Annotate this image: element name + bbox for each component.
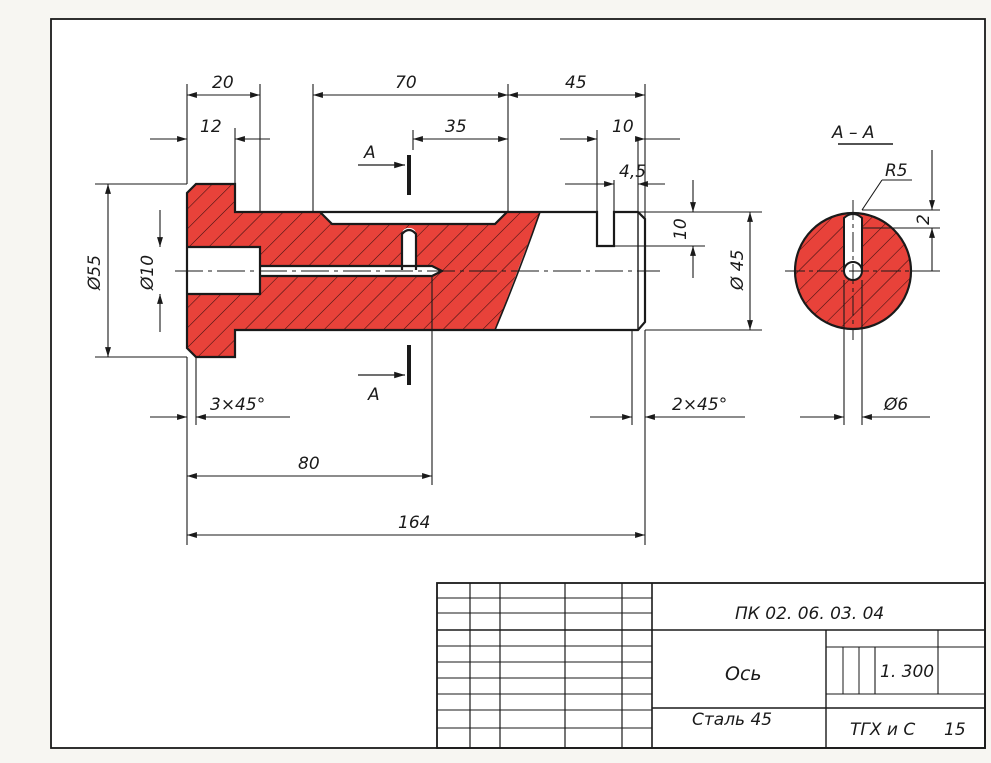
sheet-number: 15 — [944, 720, 966, 740]
shaft-view — [175, 182, 660, 359]
dim-35: 35 — [445, 117, 467, 137]
section-view-title: A – A — [831, 123, 875, 143]
cutting-plane-marks — [358, 155, 411, 385]
drawing-frame — [50, 18, 986, 749]
dim-chamfer-left: 3×45° — [210, 395, 265, 415]
dim-chamfer-right: 2×45° — [672, 395, 727, 415]
dim-164: 164 — [398, 513, 430, 533]
organization: ТГХ и С — [850, 720, 915, 740]
dim-10-right: 10 — [671, 218, 691, 240]
drawing-code: ПК 02. 06. 03. 04 — [735, 604, 884, 624]
section-label-top: A — [363, 143, 376, 163]
dim-4-5: 4,5 — [619, 162, 646, 182]
part-name: Ось — [725, 663, 762, 685]
dim-80: 80 — [298, 454, 320, 474]
dim-45: 45 — [565, 73, 587, 93]
dim-10-top: 10 — [612, 117, 634, 137]
scale-value: 1. 300 — [880, 662, 934, 682]
dim-dia-45: Ø 45 — [728, 250, 748, 291]
material: Сталь 45 — [692, 710, 772, 730]
section-label-bottom: A — [367, 385, 380, 405]
dim-20: 20 — [212, 73, 234, 93]
title-block — [436, 582, 986, 749]
section-a-a-view — [785, 200, 921, 340]
dim-dia-6: Ø6 — [883, 395, 908, 415]
dim-70: 70 — [395, 73, 417, 93]
dim-dia-10: Ø10 — [138, 255, 158, 291]
dim-12: 12 — [200, 117, 222, 137]
dim-r5: R5 — [885, 161, 908, 181]
dim-dia-55: Ø55 — [85, 255, 105, 291]
dim-2: 2 — [914, 214, 934, 225]
